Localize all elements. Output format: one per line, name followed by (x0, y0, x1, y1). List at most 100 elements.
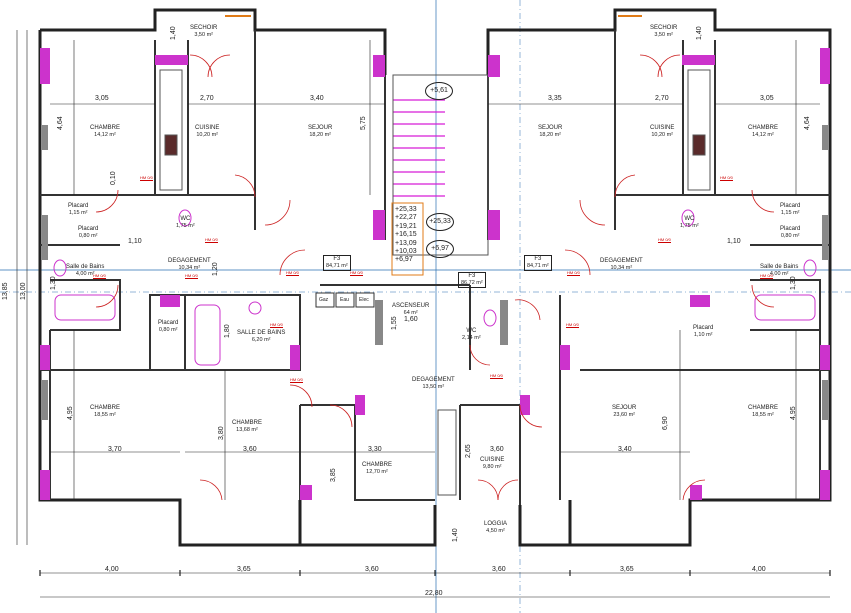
dim-010: 0,10 (110, 171, 117, 185)
dim-464-l: 4,64 (57, 116, 64, 130)
level-list: +25,33+22,27+19,21 +16,15+13,09+10,03 +6… (395, 206, 417, 264)
dim-335-r: 3,35 (548, 95, 562, 102)
stair-treads (393, 99, 445, 197)
dim-110-r: 1,10 (727, 238, 741, 245)
tag-10: HM 0/0 (658, 237, 671, 243)
dim-340-l: 3,40 (310, 95, 324, 102)
dim-total-h1: 13,85 (2, 282, 9, 300)
tag-3: HM 0/0 (286, 270, 299, 276)
dim-130-l: 1,30 (50, 276, 57, 290)
tag-8: HM 0/0 (490, 373, 503, 379)
dim-265: 2,65 (465, 444, 472, 458)
dim-b-400-l: 4,00 (105, 566, 119, 573)
dim-360-l: 3,60 (243, 446, 257, 453)
shaft-elec: Elec (359, 297, 369, 303)
dim-155: 1,55 (391, 316, 398, 330)
interior-walls (40, 30, 830, 505)
dim-360-m: 3,60 (490, 446, 504, 453)
windows (42, 125, 828, 420)
dim-120: 1,20 (212, 262, 219, 276)
tag-4: HM 0/0 (185, 273, 198, 279)
kitchen-units (159, 69, 711, 496)
dim-140-tl: 1,40 (170, 26, 177, 40)
tag-13: HM 0/0 (566, 322, 579, 328)
dim-370: 3,70 (108, 446, 122, 453)
tag-1: HM 0/0 (140, 175, 153, 181)
shaft-eau: Eau (340, 297, 349, 303)
columns (40, 48, 830, 500)
level-mark-c1: +25,33 (426, 213, 454, 231)
dim-total-w: 22,80 (425, 590, 443, 597)
dim-b-365-r: 3,65 (620, 566, 634, 573)
dim-130-r: 1,30 (790, 276, 797, 290)
dim-330: 3,30 (368, 446, 382, 453)
dimension-lines (16, 30, 831, 598)
shafts (315, 292, 375, 308)
dim-270-r: 2,70 (655, 95, 669, 102)
tag-11: HM 0/0 (720, 175, 733, 181)
tag-2: HM 0/0 (205, 237, 218, 243)
dim-464-r: 4,64 (804, 116, 811, 130)
outer-walls (38, 8, 832, 547)
dim-495-r: 4,95 (790, 406, 797, 420)
tag-7: HM 0/0 (290, 377, 303, 383)
dim-b-365-l: 3,65 (237, 566, 251, 573)
dim-305-l: 3,05 (95, 95, 109, 102)
tag-6: HM 0/0 (270, 322, 283, 328)
dim-140-b: 1,40 (452, 528, 459, 542)
tag-14: HM 0/0 (350, 270, 363, 276)
dim-270-l: 2,70 (200, 95, 214, 102)
doors (95, 54, 775, 501)
tag-5: HM 0/0 (93, 273, 106, 279)
dim-160: 1,60 (404, 316, 418, 323)
dim-140-tr: 1,40 (696, 26, 703, 40)
dim-total-h2: 13,00 (20, 282, 27, 300)
dim-b-400-r: 4,00 (752, 566, 766, 573)
dim-340-b: 3,40 (618, 446, 632, 453)
dim-180: 1,80 (224, 324, 231, 338)
sanitary (53, 209, 817, 366)
level-mark-stair: +5,61 (425, 82, 453, 100)
dim-380: 3,80 (218, 426, 225, 440)
dim-495-l: 4,95 (67, 406, 74, 420)
tag-12: HM 0/0 (760, 273, 773, 279)
shaft-gaz: Gaz (319, 297, 329, 303)
dim-b-360-r: 3,60 (492, 566, 506, 573)
dim-305-r: 3,05 (760, 95, 774, 102)
tag-9: HM 0/0 (567, 270, 580, 276)
dim-385: 3,85 (330, 468, 337, 482)
